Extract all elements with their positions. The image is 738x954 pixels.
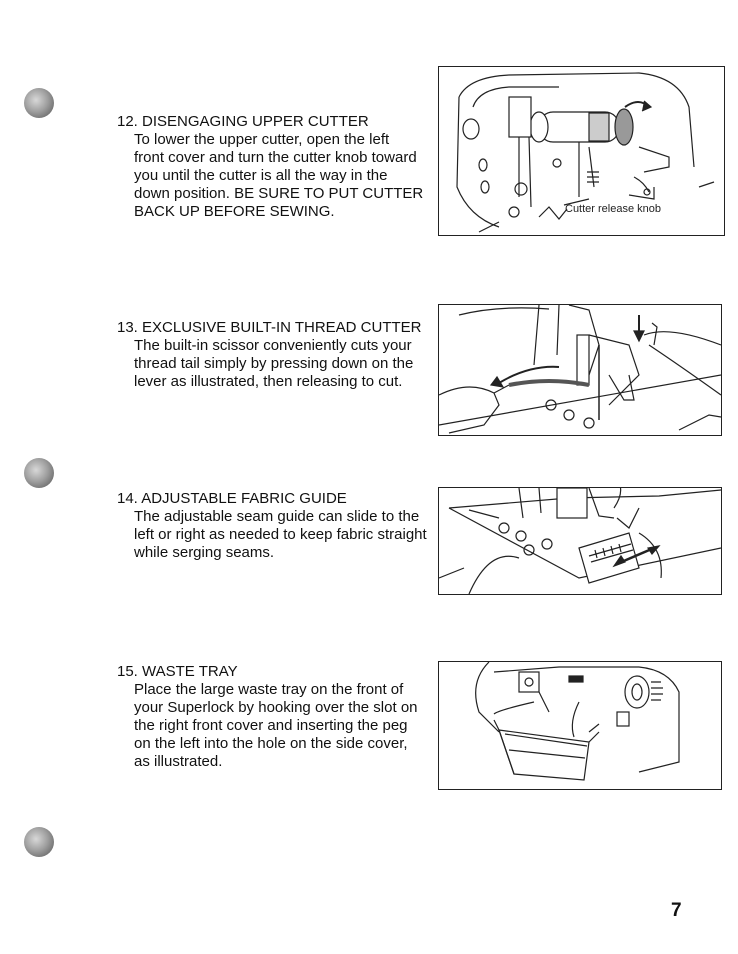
section-disengaging-upper-cutter: 12. DISENGAGING UPPER CUTTER To lower th… bbox=[117, 113, 432, 221]
binder-hole-top bbox=[24, 88, 54, 118]
section-built-in-thread-cutter: 13. EXCLUSIVE BUILT-IN THREAD CUTTER The… bbox=[117, 319, 432, 391]
body-line: Place the large waste tray on the front … bbox=[134, 681, 404, 698]
body-line: The built-in scissor conveniently cuts y… bbox=[134, 337, 412, 354]
binder-hole-middle bbox=[24, 458, 54, 488]
body-line: your Superlock by hooking over the slot … bbox=[134, 699, 418, 716]
figure-fabric-guide-illustration bbox=[438, 487, 722, 595]
body-line: lever as illustrated, then releasing to … bbox=[134, 373, 403, 390]
section-title: 13. EXCLUSIVE BUILT-IN THREAD CUTTER bbox=[117, 319, 422, 336]
body-line: front cover and turn the cutter knob tow… bbox=[134, 149, 417, 166]
figure-upper-cutter-illustration: Cutter release knob bbox=[438, 66, 725, 236]
section-title: 14. ADJUSTABLE FABRIC GUIDE bbox=[117, 490, 347, 507]
body-line: on the left into the hole on the side co… bbox=[134, 735, 408, 752]
section-body: The built-in scissor conveniently cuts y… bbox=[117, 337, 432, 391]
section-body: To lower the upper cutter, open the left… bbox=[117, 131, 432, 221]
body-line: you until the cutter is all the way in t… bbox=[134, 167, 388, 184]
body-line: The adjustable seam guide can slide to t… bbox=[134, 508, 420, 525]
body-line: To lower the upper cutter, open the left bbox=[134, 131, 390, 148]
body-line: down position. BE SURE TO PUT CUTTER bbox=[134, 185, 424, 202]
section-body: The adjustable seam guide can slide to t… bbox=[117, 508, 432, 562]
body-line: the right front cover and inserting the … bbox=[134, 717, 408, 734]
page-number: 7 bbox=[671, 900, 682, 921]
section-title: 15. WASTE TRAY bbox=[117, 663, 238, 680]
body-line: left or right as needed to keep fabric s… bbox=[134, 526, 427, 543]
section-body: Place the large waste tray on the front … bbox=[117, 681, 432, 771]
section-title: 12. DISENGAGING UPPER CUTTER bbox=[117, 113, 369, 130]
figure-thread-cutter-illustration bbox=[438, 304, 722, 436]
body-line: BACK UP BEFORE SEWING. bbox=[134, 203, 335, 220]
section-adjustable-fabric-guide: 14. ADJUSTABLE FABRIC GUIDE The adjustab… bbox=[117, 490, 432, 562]
body-line: thread tail simply by pressing down on t… bbox=[134, 355, 414, 372]
binder-hole-bottom bbox=[24, 827, 54, 857]
body-line: as illustrated. bbox=[134, 753, 223, 770]
body-line: while serging seams. bbox=[134, 544, 275, 561]
figure-caption-cutter-release-knob: Cutter release knob bbox=[565, 203, 661, 215]
figure-waste-tray-illustration bbox=[438, 661, 722, 790]
section-waste-tray: 15. WASTE TRAY Place the large waste tra… bbox=[117, 663, 432, 771]
